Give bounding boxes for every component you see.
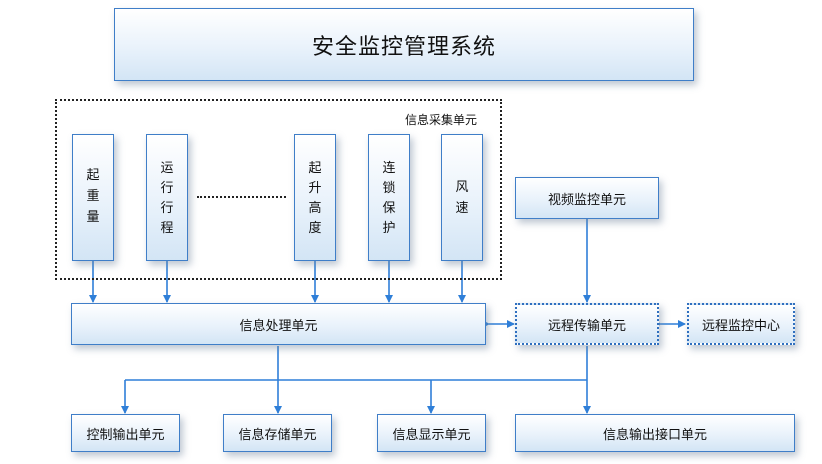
video-monitoring-unit: 视频监控单元 — [515, 177, 659, 219]
sensor-char: 度 — [308, 221, 322, 236]
sensor-char: 起 — [308, 161, 322, 176]
sensor-char: 速 — [455, 201, 469, 216]
sensor-char: 锁 — [382, 181, 396, 196]
sensor-char: 护 — [382, 221, 396, 236]
remote-monitoring-center: 远程监控中心 — [687, 303, 795, 345]
sensor-char: 运 — [160, 161, 174, 176]
sensor-char: 升 — [308, 181, 322, 196]
sensor-char: 高 — [308, 201, 322, 216]
sensor-char: 起 — [86, 168, 100, 183]
info-acquisition-group — [55, 99, 502, 280]
info-storage-unit: 信息存储单元 — [223, 414, 332, 452]
sensor-interlock: 连 锁 保 护 — [368, 134, 410, 261]
sensor-char: 行 — [160, 181, 174, 196]
info-processing-unit: 信息处理单元 — [71, 303, 486, 345]
info-display-unit: 信息显示单元 — [377, 414, 486, 452]
more-sensors-ellipsis — [197, 196, 286, 198]
sensor-char: 行 — [160, 201, 174, 216]
remote-transmission-unit: 远程传输单元 — [515, 303, 659, 345]
sensor-wind-speed: 风 速 — [441, 134, 483, 261]
sensor-char: 程 — [160, 221, 174, 236]
sensor-char: 重 — [86, 189, 100, 204]
sensor-char: 保 — [382, 201, 396, 216]
system-title: 安全监控管理系统 — [114, 8, 694, 81]
sensor-travel-distance: 运 行 行 程 — [146, 134, 188, 261]
sensor-char: 量 — [86, 210, 100, 225]
sensor-char: 连 — [382, 161, 396, 176]
control-output-unit: 控制输出单元 — [71, 414, 180, 452]
sensor-lift-weight: 起 重 量 — [72, 134, 114, 261]
sensor-char: 风 — [455, 180, 469, 195]
sensor-lift-height: 起 升 高 度 — [294, 134, 336, 261]
info-output-interface-unit: 信息输出接口单元 — [515, 414, 795, 452]
info-acquisition-label: 信息采集单元 — [405, 113, 478, 127]
